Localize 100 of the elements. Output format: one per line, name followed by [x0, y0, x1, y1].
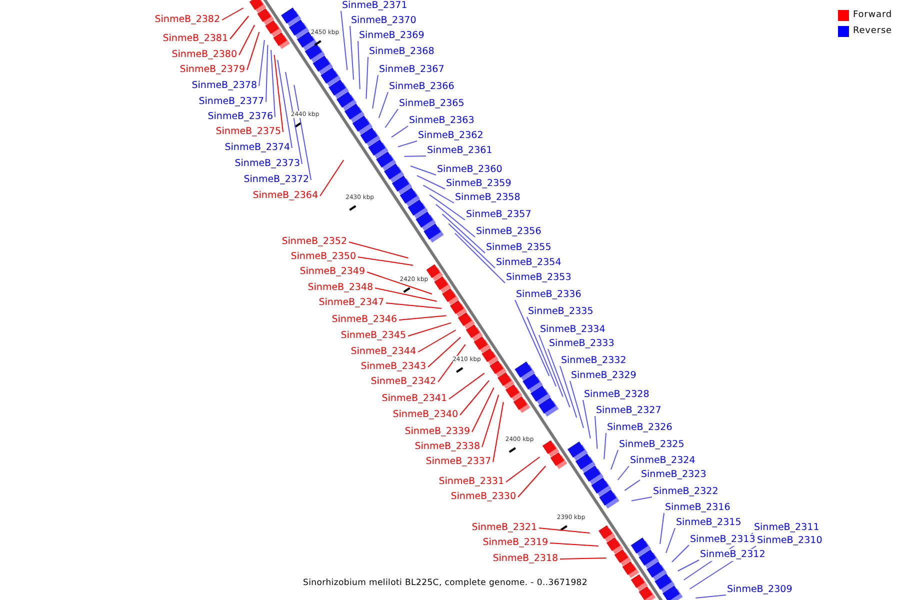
gene-label: SinmeB_2324 — [630, 455, 696, 467]
leader-line — [294, 84, 312, 180]
gene-label: SinmeB_2312 — [700, 549, 766, 561]
gene-label: SinmeB_2310 — [757, 535, 822, 547]
gene-label: SinmeB_2376 — [208, 111, 273, 123]
gene-label: SinmeB_2331 — [438, 476, 504, 488]
gene-label: SinmeB_2375 — [216, 126, 281, 138]
gene-label: SinmeB_2313 — [690, 534, 756, 546]
gene-label: SinmeB_2349 — [300, 266, 365, 278]
gene-label: SinmeB_2332 — [561, 355, 626, 367]
gene-label: SinmeB_2327 — [596, 405, 662, 417]
leader-line — [274, 54, 284, 132]
gene-label: SinmeB_2344 — [350, 346, 416, 358]
gene-label: SinmeB_2356 — [476, 226, 542, 238]
leader-line — [442, 214, 486, 254]
leader-line — [358, 256, 414, 266]
gene-label: SinmeB_2321 — [472, 522, 537, 534]
leader-line — [222, 8, 244, 20]
leader-line — [460, 380, 490, 416]
leader-line — [660, 512, 664, 544]
leader-line — [418, 330, 456, 352]
gene-label: SinmeB_2345 — [340, 330, 406, 342]
gene-label: SinmeB_2367 — [379, 64, 444, 76]
gene-label: SinmeB_2322 — [653, 486, 718, 498]
leader-line — [277, 60, 292, 148]
legend-label: Reverse — [853, 26, 892, 37]
gene-label: SinmeB_2316 — [665, 502, 730, 514]
gene-label: SinmeB_2361 — [427, 145, 492, 157]
gene-label: SinmeB_2355 — [486, 242, 552, 254]
gene-label: SinmeB_2372 — [244, 174, 309, 186]
leader-line — [677, 560, 700, 572]
leader-line — [548, 348, 570, 408]
gene-label: SinmeB_2318 — [492, 553, 558, 565]
leader-line — [386, 302, 442, 309]
leader-line — [538, 334, 564, 398]
leader-line — [358, 40, 360, 90]
gene-label: SinmeB_2368 — [369, 46, 434, 58]
gene-label: SinmeB_2336 — [516, 289, 582, 301]
leader-line — [246, 32, 260, 70]
leader-line — [570, 380, 584, 428]
leader-line — [624, 480, 640, 491]
gene-label: SinmeB_2373 — [234, 158, 300, 170]
leader-line — [454, 232, 506, 284]
gene-label: SinmeB_2346 — [332, 314, 397, 326]
leader-line — [266, 44, 268, 102]
gene-label: SinmeB_2315 — [676, 517, 742, 529]
leader-line — [438, 344, 466, 382]
leader-line — [550, 542, 599, 546]
leader-line — [506, 456, 540, 482]
leader-line — [378, 92, 388, 118]
leader-line — [665, 528, 676, 554]
leader-line — [482, 394, 500, 448]
gene-label: SinmeB_2377 — [198, 96, 264, 108]
leader-line — [560, 558, 607, 560]
gene-label: SinmeB_2350 — [290, 251, 356, 263]
gene-label: SinmeB_2381 — [162, 33, 228, 45]
gene-label: SinmeB_2334 — [540, 324, 606, 336]
leader-line — [594, 416, 598, 450]
leader-line — [398, 315, 447, 320]
leader-line — [582, 400, 591, 439]
gene-label: SinmeB_2380 — [172, 49, 237, 61]
leader-line — [350, 26, 354, 80]
leader-line — [429, 194, 466, 220]
leader-line — [366, 272, 433, 294]
leader-line — [428, 336, 462, 368]
gene-label: SinmeB_2339 — [404, 426, 470, 438]
gene-label: SinmeB_2359 — [446, 178, 512, 190]
leader-line — [604, 432, 606, 460]
gene-label: SinmeB_2319 — [482, 537, 548, 549]
leader-line — [435, 204, 476, 238]
gene-label: SinmeB_2337 — [426, 456, 491, 468]
leader-line — [472, 387, 494, 432]
gene-label: SinmeB_2378 — [192, 80, 257, 92]
gene-label: SinmeB_2364 — [252, 190, 318, 202]
gene-label: SinmeB_2328 — [584, 389, 650, 401]
gene-label: SinmeB_2371 — [342, 0, 408, 12]
leader-line — [230, 16, 250, 40]
gene-label: SinmeB_2333 — [549, 338, 614, 350]
leader-line — [238, 24, 255, 56]
leader-line — [270, 50, 276, 118]
leader-line — [408, 322, 452, 336]
leader-line — [416, 175, 446, 190]
gene-label: SinmeB_2329 — [571, 370, 636, 382]
leader-line — [410, 166, 436, 176]
gene-label: SinmeB_2354 — [496, 257, 562, 269]
leader-line — [320, 160, 344, 196]
leader-line — [258, 40, 265, 86]
leader-line — [448, 372, 485, 400]
gene-label: SinmeB_2340 — [392, 409, 458, 421]
gene-label: SinmeB_2370 — [351, 15, 416, 27]
leader-line — [526, 316, 557, 387]
leader-line — [671, 544, 690, 562]
leader-line — [384, 108, 398, 128]
gene-label: SinmeB_2348 — [308, 282, 373, 294]
gene-label: SinmeB_2341 — [382, 393, 447, 405]
gene-label: SinmeB_2338 — [414, 441, 480, 453]
gene-label: SinmeB_2374 — [224, 142, 290, 154]
gene-label: SinmeB_2382 — [154, 14, 220, 26]
leader-line — [366, 56, 368, 100]
leader-line — [404, 156, 426, 157]
